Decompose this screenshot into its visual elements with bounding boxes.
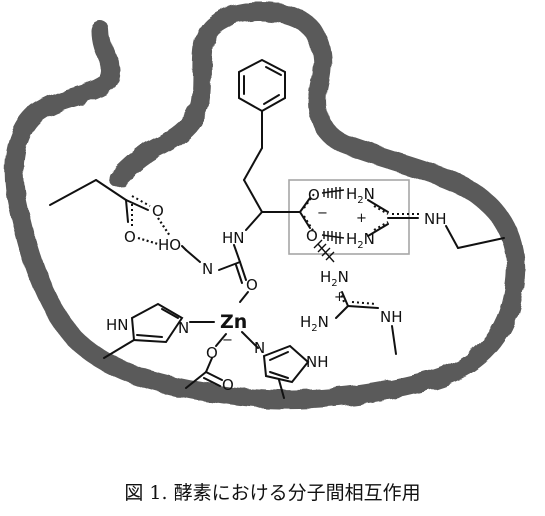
glu-oxygen-top: O bbox=[152, 202, 164, 220]
phenyl-ring bbox=[238, 58, 286, 113]
carboxylate-minus-charge: − bbox=[317, 206, 328, 221]
glu-oxygen-bottom: O bbox=[124, 228, 136, 246]
amide-hn: HN bbox=[222, 229, 245, 247]
histidine-left-n: N bbox=[178, 319, 189, 337]
histidine-right bbox=[241, 331, 310, 399]
arginine-box-h2n-bottom: H2N bbox=[346, 230, 375, 251]
arginine-box-h2n-top: H2N bbox=[346, 185, 375, 206]
asp-minus-charge: − bbox=[222, 333, 233, 348]
glu-side-chain bbox=[49, 179, 171, 246]
enzyme-interaction-diagram: O O HO N HN O Zn HN N N NH O − O O − O H… bbox=[4, 2, 526, 410]
asp-oxygen-carbonyl: O bbox=[222, 376, 234, 394]
histidine-right-nh: NH bbox=[306, 353, 329, 371]
histidine-right-n: N bbox=[254, 339, 265, 357]
hydroxamate-ho: HO bbox=[158, 236, 181, 254]
arginine-box-nh: NH bbox=[424, 210, 447, 228]
asp-side-chain bbox=[185, 333, 227, 389]
zinc-ion: Zn bbox=[220, 311, 247, 333]
arginine-lower-h2n-bottom: H2N bbox=[300, 313, 329, 334]
inhibitor-carboxylate bbox=[299, 193, 315, 233]
carboxylate-oxygen-bottom: O bbox=[306, 227, 318, 245]
asp-oxygen: O bbox=[206, 344, 218, 362]
enzyme-pocket-outline bbox=[4, 2, 526, 410]
arginine-lower bbox=[335, 291, 397, 355]
histidine-left bbox=[103, 302, 215, 359]
figure-caption: 図 1. 酵素における分子間相互作用 bbox=[124, 482, 421, 504]
carboxylate-arg-hbonds bbox=[313, 187, 345, 263]
arginine-lower-plus-charge: + bbox=[334, 290, 345, 305]
arginine-lower-h2n-top: H2N bbox=[320, 268, 349, 289]
hydroxamate-n: N bbox=[202, 260, 213, 278]
arginine-in-box bbox=[367, 199, 505, 249]
inhibitor-backbone bbox=[181, 110, 301, 284]
zn-carbonyl-bond bbox=[239, 291, 249, 303]
histidine-left-hn: HN bbox=[106, 316, 129, 334]
carbonyl-oxygen: O bbox=[246, 276, 258, 294]
carboxylate-oxygen-top: O bbox=[308, 186, 320, 204]
arginine-box-plus-charge: + bbox=[356, 211, 367, 226]
arginine-lower-nh: NH bbox=[380, 308, 403, 326]
